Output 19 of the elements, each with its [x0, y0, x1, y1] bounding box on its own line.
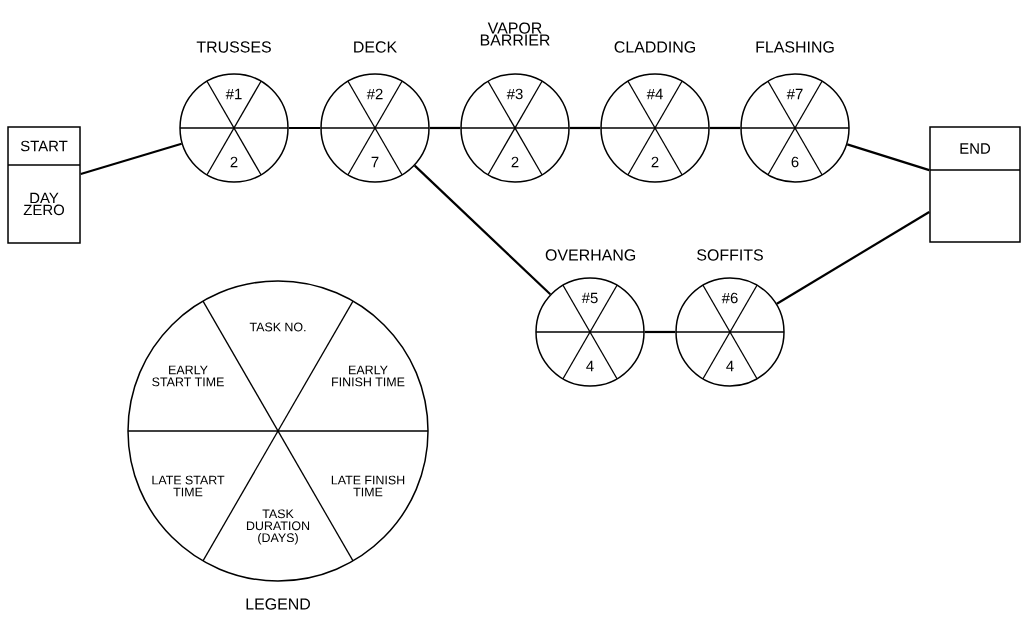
task-label: FLASHING: [756, 41, 834, 53]
task-label: TRUSSES: [196, 41, 271, 53]
connector-line: [644, 330, 676, 334]
milestone-box: END: [929, 126, 1021, 243]
connector-line: [569, 126, 601, 130]
connector-line: [413, 164, 552, 296]
task-label: OVERHANG: [545, 249, 636, 261]
task-label: SOFFITS: [697, 249, 763, 261]
task-label: DECK: [354, 41, 397, 53]
connector-line: [709, 126, 741, 130]
connector-line: [776, 211, 930, 305]
connector-line: [429, 126, 461, 130]
task-label: LEGEND: [246, 598, 310, 610]
task-label: CLADDING: [614, 41, 695, 53]
milestone-box: START DAY ZERO: [7, 126, 81, 244]
connector-line: [288, 126, 321, 130]
connector-line: [846, 143, 930, 172]
connector-line: [80, 142, 182, 176]
task-label: VAPOR BARRIER: [480, 22, 550, 46]
